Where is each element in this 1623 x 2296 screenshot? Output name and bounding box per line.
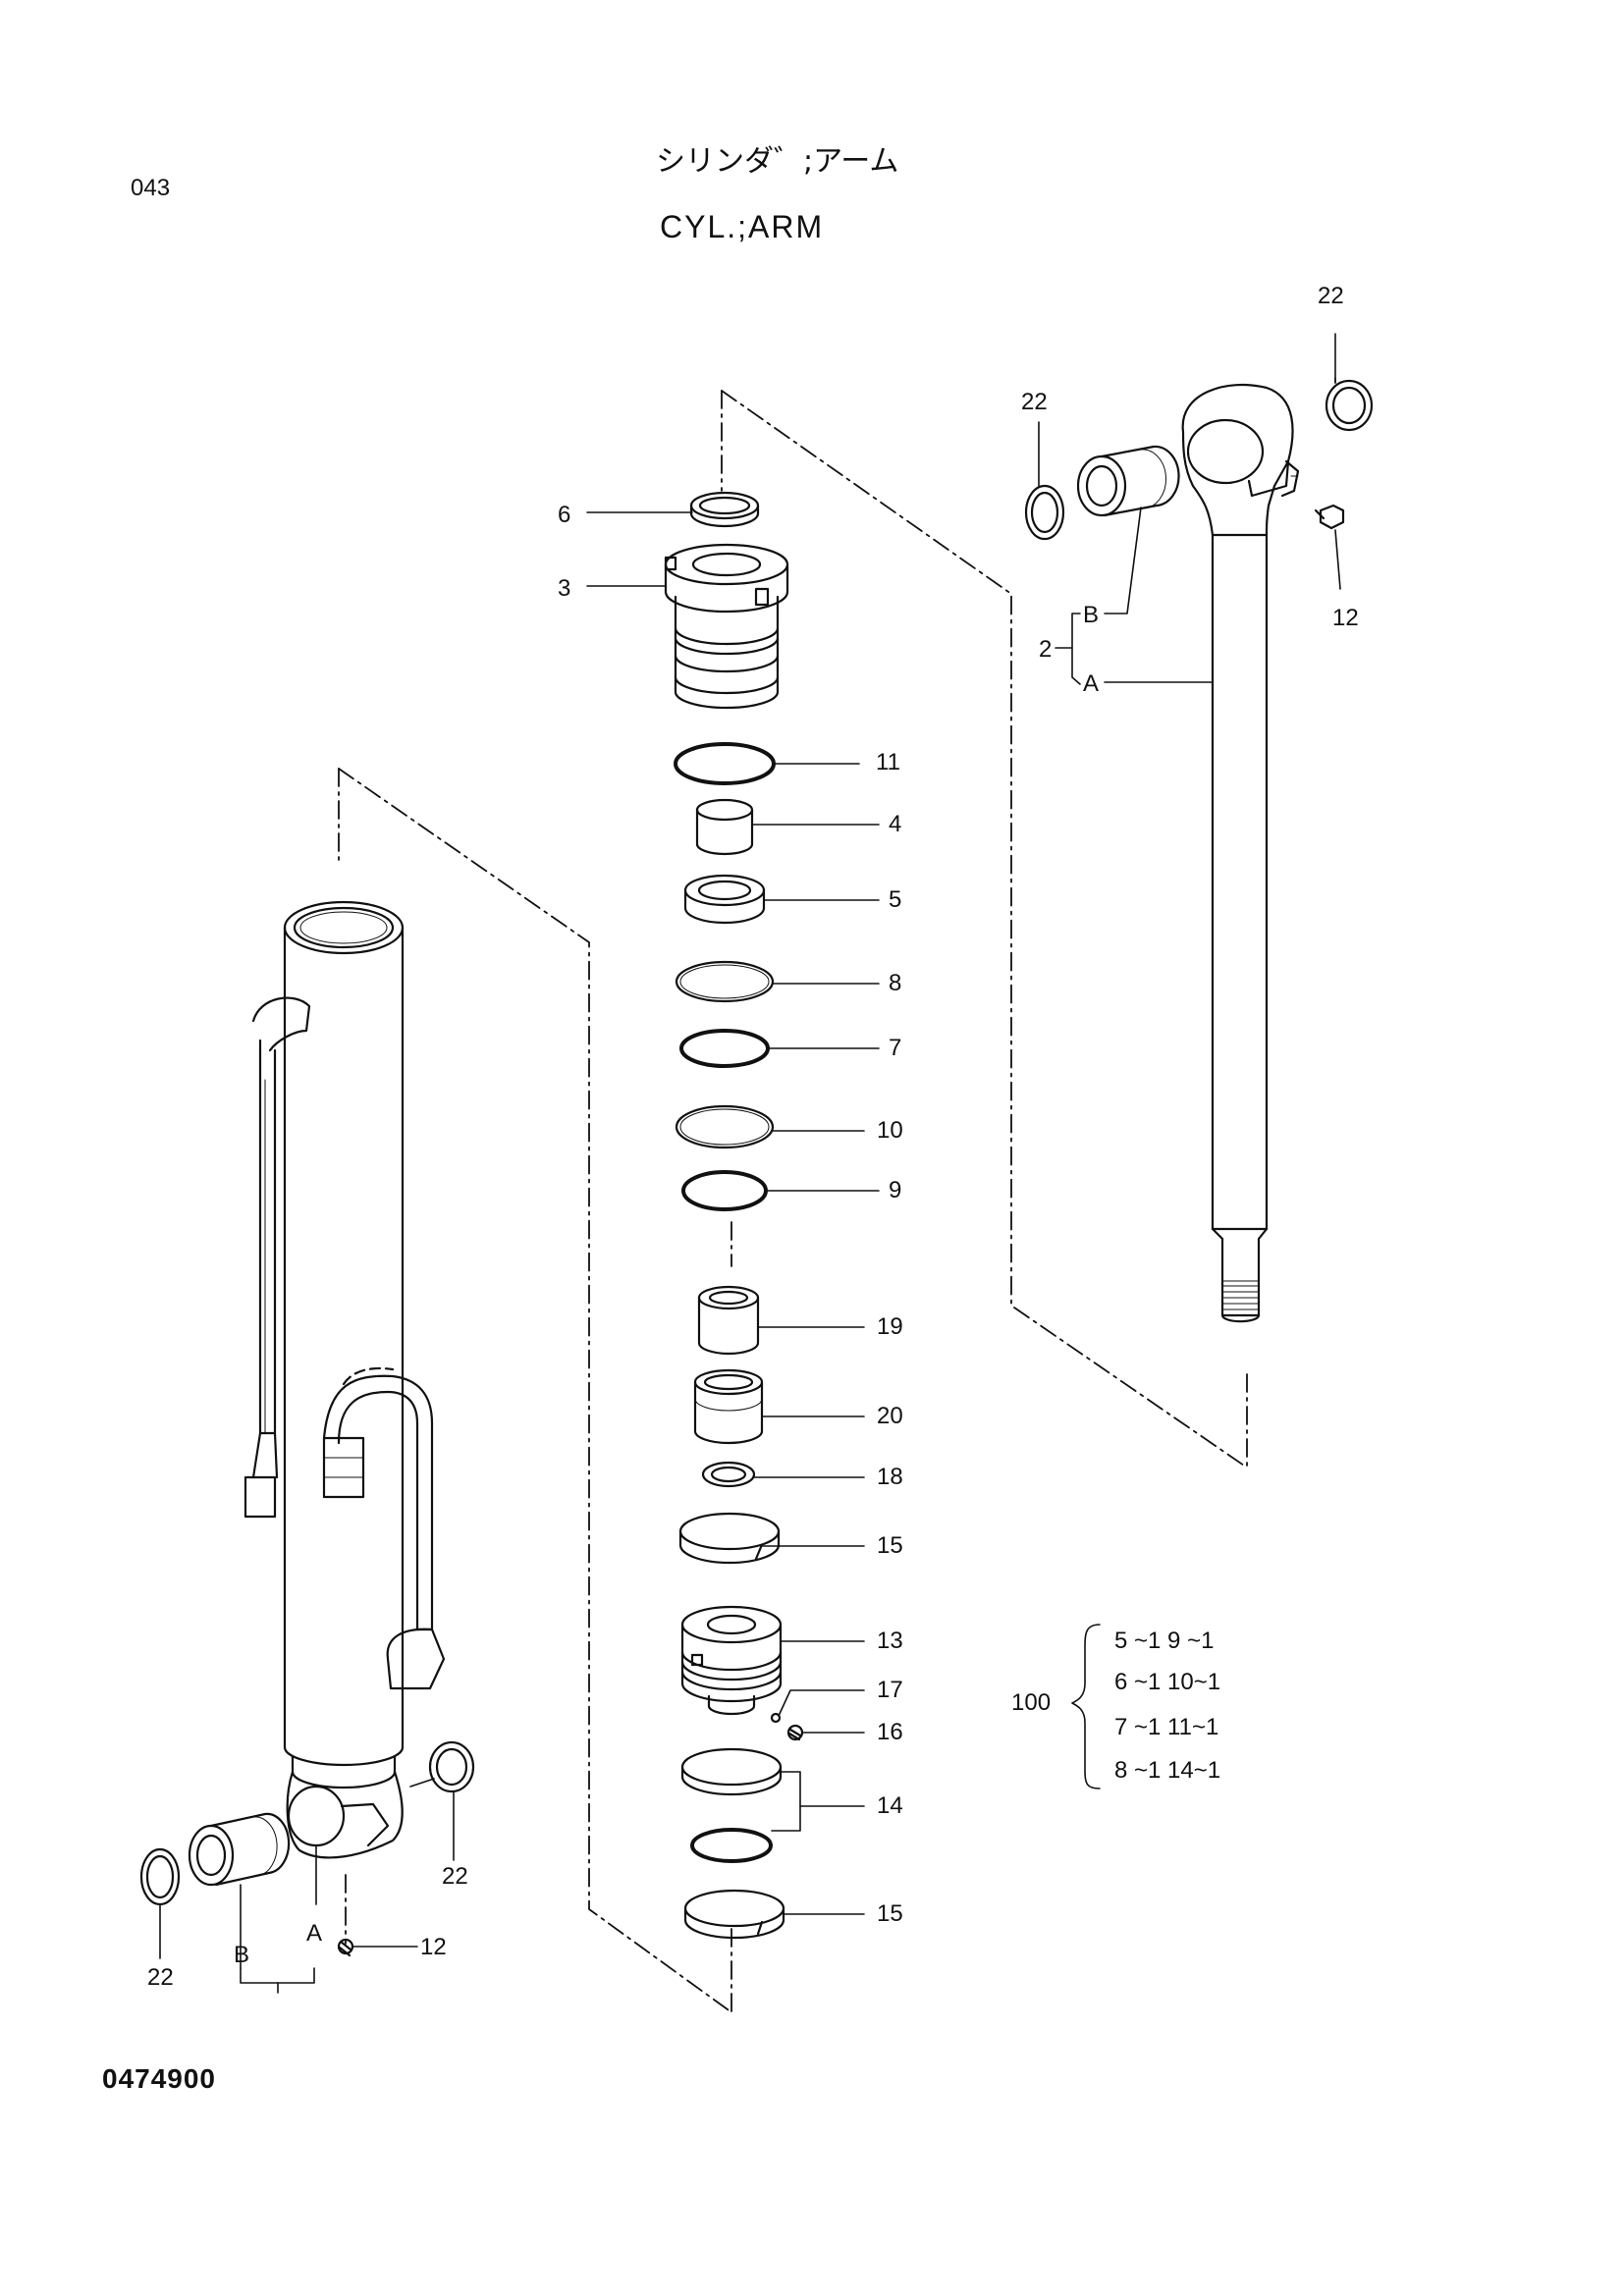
- part-7-o-ring: [681, 1031, 768, 1066]
- part-14-slipper-seal: [682, 1749, 781, 1861]
- part-10-backup-ring: [676, 1106, 773, 1148]
- callout-10: 10: [877, 1117, 903, 1144]
- drawing-number: 0474900: [102, 2063, 217, 2094]
- part-17-steel-ball: [772, 1714, 780, 1722]
- callout-12-tube: 12: [420, 1934, 447, 1960]
- part-12-grease-nipple-rod: [1316, 506, 1343, 528]
- callout-15-upper: 15: [877, 1532, 903, 1559]
- part-2B-bushing: [1078, 447, 1179, 515]
- callout-14: 14: [877, 1792, 903, 1819]
- part-6-dust-seal: [691, 493, 758, 526]
- callout-22-tube-right: 22: [442, 1863, 468, 1890]
- part-15-wear-ring-lower: [685, 1891, 784, 1938]
- callout-3: 3: [558, 575, 571, 602]
- callout-15-lower: 15: [877, 1900, 903, 1927]
- callout-13: 13: [877, 1628, 903, 1654]
- part-2A-piston-rod: [1183, 385, 1298, 1321]
- assembly-guide-lines: [339, 391, 1247, 2012]
- part-5-buffer-ring: [685, 876, 764, 923]
- callout-20: 20: [877, 1403, 903, 1429]
- part-22-dust-seal-tube-right: [430, 1742, 473, 1791]
- part-3-rod-cover: [666, 545, 787, 708]
- kit-row-3: 7 ~1 11~1: [1114, 1714, 1219, 1740]
- callout-11: 11: [876, 749, 900, 775]
- callout-5: 5: [889, 886, 902, 913]
- kit-number: 100: [1011, 1689, 1052, 1716]
- callout-9: 9: [889, 1177, 902, 1203]
- part-12-grease-nipple-tube: [339, 1940, 352, 1955]
- part-15-wear-ring-upper: [680, 1514, 779, 1563]
- callout-22-rod-left: 22: [1021, 389, 1048, 415]
- callout-2: 2: [1039, 636, 1053, 663]
- callout-6: 6: [558, 502, 571, 528]
- callout-18: 18: [877, 1464, 903, 1490]
- callout-22-tube-left: 22: [147, 1964, 174, 1991]
- part-9-o-ring: [683, 1172, 766, 1209]
- callout-22-rod-right: 22: [1318, 283, 1344, 309]
- part-8-backup-ring: [676, 962, 773, 1001]
- callout-2-A: A: [1083, 670, 1100, 697]
- kit-row-1: 5 ~1 9 ~1: [1114, 1628, 1215, 1654]
- part-22-dust-seal-rod-right: [1326, 381, 1372, 430]
- part-22-dust-seal-rod-left: [1026, 486, 1063, 539]
- part-22-dust-seal-tube-left: [141, 1849, 179, 1904]
- callout-tube-A: A: [306, 1920, 323, 1947]
- callout-2-B: B: [1083, 602, 1100, 628]
- part-4-bushing: [697, 800, 752, 854]
- kit-row-2: 6 ~1 10~1: [1114, 1669, 1221, 1695]
- title-japanese: シリンダ゛;アーム: [656, 144, 899, 179]
- part-1-cylinder-tube: [245, 902, 444, 1857]
- part-13-piston: [682, 1607, 781, 1714]
- title-english: CYL.;ARM: [660, 209, 825, 244]
- part-B-tube-bushing: [189, 1814, 289, 1885]
- part-18-seal-ring: [703, 1463, 754, 1486]
- callout-8: 8: [889, 970, 902, 996]
- part-16-set-screw: [788, 1726, 802, 1739]
- page-code: 043: [131, 175, 171, 201]
- part-11-o-ring: [676, 744, 774, 783]
- part-19-cushion-collar: [699, 1287, 758, 1354]
- callout-19: 19: [877, 1313, 903, 1340]
- callout-tube-B: B: [234, 1942, 250, 1968]
- callout-4: 4: [889, 811, 902, 837]
- part-20-cushion-ring: [695, 1370, 762, 1443]
- kit-row-4: 8 ~1 14~1: [1114, 1757, 1221, 1784]
- leader-lines: [160, 334, 1340, 1993]
- callout-16: 16: [877, 1719, 903, 1745]
- callout-7: 7: [889, 1035, 902, 1061]
- callout-17: 17: [877, 1677, 903, 1703]
- callout-12-rod: 12: [1332, 605, 1359, 631]
